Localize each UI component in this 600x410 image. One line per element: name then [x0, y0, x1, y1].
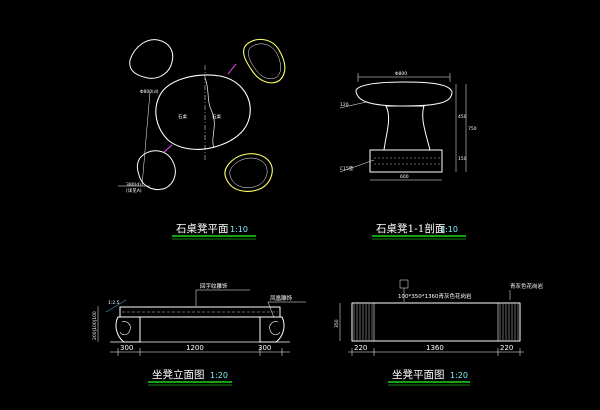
bench-right-support: [259, 316, 285, 343]
section-view-scale: 1:10: [440, 225, 458, 234]
bench-plan-right-hatch: [499, 304, 519, 340]
bench-plan-title: 坐凳平面图: [392, 368, 445, 381]
section-base: [369, 149, 443, 173]
bench-seat-slab: [119, 306, 281, 318]
leader-line-top: [227, 63, 237, 75]
bench-right-note: 凤凰雕饰: [270, 294, 293, 302]
section-view-title: 石桌凳1-1剖面: [376, 222, 445, 235]
bench-plan-dim-middle: 1360: [426, 344, 444, 352]
section-height-a-label: 450: [458, 114, 467, 120]
section-thick-leader: [339, 101, 367, 109]
plan-stool-subnote: (详见A): [126, 187, 142, 194]
plan-diameter-label: Φ800(d): [140, 89, 159, 95]
bench-height-label: 200|100|100: [92, 311, 98, 340]
bench-top-note: 回字纹雕饰: [200, 282, 228, 290]
bench-plan-scale: 1:20: [450, 371, 468, 380]
bench-dim-left: 300: [120, 344, 133, 352]
stool-inner-top-right: [248, 43, 281, 79]
leader-line-left: [163, 144, 173, 153]
bench-plan-dim-left: 220: [354, 344, 367, 352]
bench-dim-right: 300: [258, 344, 271, 352]
plan-view-scale: 1:10: [230, 225, 248, 234]
bench-dim-middle: 1200: [186, 344, 204, 352]
section-view: Φ800 600 750 450 150 120 C15垫 石桌凳1-1剖面 1…: [339, 71, 477, 240]
stool-shape-bottom-left: [136, 150, 176, 191]
plan-left-note: 石桌: [178, 113, 187, 120]
section-top-width-label: Φ800: [395, 71, 407, 77]
bench-plan-note-a: 100*350*1360青灰色花岗岩: [398, 292, 472, 300]
table-half-line: [204, 77, 215, 149]
bench-right-carving: [269, 321, 281, 336]
bench-plan-height-label: 350: [334, 319, 340, 328]
bench-right-leader: [267, 301, 275, 319]
bench-plan-note-b: 青灰色花岗岩: [510, 282, 544, 290]
bench-plan-dim-right: 220: [500, 344, 513, 352]
bench-elevation-scale: 1:20: [210, 371, 228, 380]
stool-inner-bottom-right: [229, 157, 268, 188]
plan-stool-note: 380(d): [126, 182, 141, 188]
bench-left-carving: [119, 321, 131, 336]
section-height-b-label: 150: [458, 156, 467, 162]
bench-left-note: 1:2.5: [108, 300, 120, 306]
section-base-label: C15垫: [340, 165, 354, 172]
plan-right-note: 石桌: [212, 113, 221, 120]
plan-view: Φ800(d) 石桌 石桌 380(d) (详见A) 石桌凳平面 1:10: [118, 38, 286, 240]
section-thick-label: 120: [340, 102, 349, 108]
bench-plan-outline: [351, 302, 521, 342]
bench-plan: 100*350*1360青灰色花岗岩 青灰色花岗岩 350 220 1360 2…: [334, 279, 544, 386]
bench-plan-left-hatch: [353, 304, 373, 340]
section-base-width-label: 600: [400, 174, 409, 180]
section-pedestal: [383, 105, 431, 151]
bench-elevation-title: 坐凳立面图: [152, 368, 205, 381]
bench-elevation: 回字纹雕饰 凤凰雕饰 1:2.5 200|100|100 300 1200 30…: [92, 282, 306, 386]
stool-shape-bottom-right: [224, 153, 273, 192]
section-table-top: [355, 81, 453, 107]
bench-left-support: [115, 316, 141, 343]
table-top-shape: [155, 74, 251, 150]
stool-shape-top-left: [129, 39, 174, 79]
dimension-line-left: [141, 91, 151, 187]
bench-plan-note-marker: [399, 279, 409, 289]
plan-view-title: 石桌凳平面: [176, 222, 229, 235]
section-base-leader: [339, 159, 375, 173]
section-height-total-label: 750: [468, 126, 477, 132]
stool-shape-top-right: [243, 38, 286, 84]
bench-left-leader: [105, 299, 127, 313]
